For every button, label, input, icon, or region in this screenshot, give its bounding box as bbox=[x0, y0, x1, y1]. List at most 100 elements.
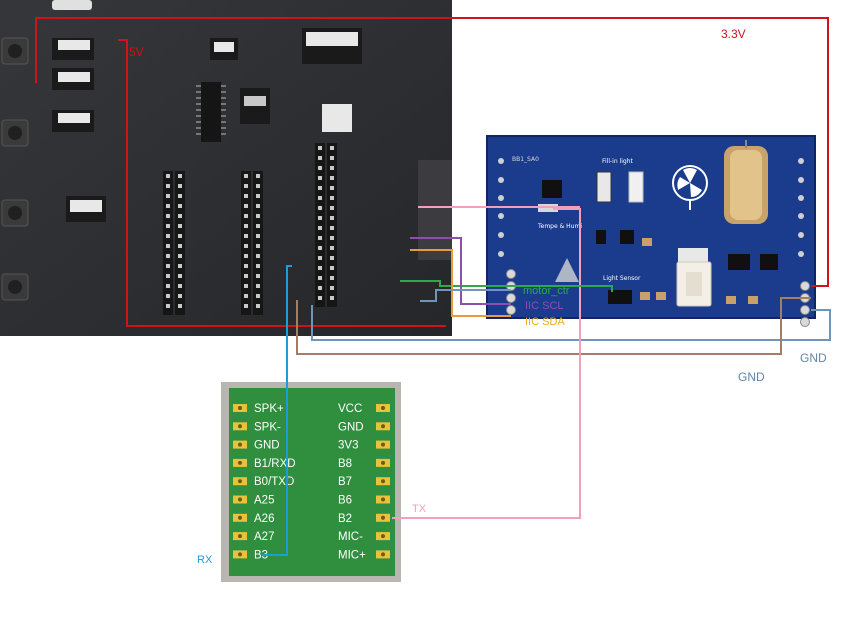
header-pin bbox=[166, 264, 170, 268]
header-pin bbox=[318, 276, 322, 280]
sensor-header-label: BB1_SA0 bbox=[512, 156, 539, 163]
header-pin bbox=[256, 254, 260, 258]
header-pin bbox=[178, 264, 182, 268]
header-pin bbox=[244, 254, 248, 258]
header-pin bbox=[318, 256, 322, 260]
header-pin bbox=[330, 276, 334, 280]
header-pin bbox=[330, 176, 334, 180]
header-pin bbox=[166, 214, 170, 218]
header-pin bbox=[318, 176, 322, 180]
header-pin bbox=[178, 284, 182, 288]
header-pin bbox=[166, 304, 170, 308]
header-pin bbox=[244, 204, 248, 208]
header-pin bbox=[166, 174, 170, 178]
header-pin bbox=[244, 194, 248, 198]
motor-component bbox=[724, 140, 768, 224]
header-pin bbox=[244, 224, 248, 228]
temp-sensor-chip bbox=[542, 180, 562, 198]
sensor-right-header bbox=[800, 281, 810, 327]
header-pin bbox=[256, 284, 260, 288]
wire-gnd-a bbox=[311, 305, 831, 341]
header-pin bbox=[166, 244, 170, 248]
wire-sda bbox=[410, 249, 511, 317]
header-pin bbox=[330, 206, 334, 210]
wire-motor bbox=[400, 280, 613, 292]
header-pin bbox=[178, 174, 182, 178]
header-pin bbox=[178, 184, 182, 188]
header-pin bbox=[318, 226, 322, 230]
header-pin bbox=[330, 256, 334, 260]
header-pin bbox=[166, 294, 170, 298]
header-pin bbox=[256, 264, 260, 268]
module-left-pin-label: SPK- bbox=[254, 421, 281, 433]
board-jumpers bbox=[52, 28, 452, 260]
module-right-pin-label: VCC bbox=[338, 403, 362, 415]
header-pin bbox=[318, 246, 322, 250]
speech-module: SPK+SPK-GNDB1/RXDB0/TXDA25A26A27B3VCCGND… bbox=[221, 382, 401, 582]
header-pin bbox=[244, 214, 248, 218]
header-pin bbox=[318, 236, 322, 240]
module-left-pin-label: A25 bbox=[254, 495, 274, 507]
module-right-pin-label: B7 bbox=[338, 476, 352, 488]
header-pin bbox=[318, 156, 322, 160]
wires bbox=[35, 17, 831, 556]
warning-icon bbox=[555, 258, 579, 282]
header-pin bbox=[256, 304, 260, 308]
module-right-pin-label: 3V3 bbox=[338, 440, 358, 452]
header-pin bbox=[244, 184, 248, 188]
module-left-pin-label: A27 bbox=[254, 531, 274, 543]
header-pin bbox=[244, 234, 248, 238]
wire-labels: 5V 3.3V GND GND TX RX motor_ctr IIC SCL … bbox=[129, 27, 827, 566]
wire-scl bbox=[410, 237, 511, 305]
header-pin bbox=[178, 304, 182, 308]
header-pin bbox=[330, 266, 334, 270]
header-pin bbox=[178, 214, 182, 218]
header-pin bbox=[244, 264, 248, 268]
header-pin bbox=[330, 296, 334, 300]
wire-3v3 bbox=[35, 17, 829, 287]
header-pin bbox=[178, 254, 182, 258]
header-pin bbox=[244, 274, 248, 278]
board-pin-headers bbox=[163, 143, 337, 315]
wire-rx bbox=[262, 265, 292, 556]
label-iic-sda: IIC SDA bbox=[525, 316, 565, 328]
header-pin bbox=[178, 294, 182, 298]
module-left-pin-label: B1/RXD bbox=[254, 458, 296, 470]
header-pin bbox=[318, 216, 322, 220]
header-pin bbox=[318, 296, 322, 300]
header-pin bbox=[178, 194, 182, 198]
header-pin bbox=[244, 174, 248, 178]
header-pin bbox=[330, 196, 334, 200]
header-pin bbox=[256, 294, 260, 298]
header-pin bbox=[166, 234, 170, 238]
module-left-pin-label: SPK+ bbox=[254, 403, 284, 415]
header-pin bbox=[166, 254, 170, 258]
header-pin bbox=[330, 156, 334, 160]
header-pin bbox=[330, 186, 334, 190]
header-pin bbox=[244, 244, 248, 248]
label-gnd-left: GND bbox=[738, 370, 765, 384]
header-pin bbox=[330, 216, 334, 220]
header-pin bbox=[256, 174, 260, 178]
module-left-pin-label: B0/TXD bbox=[254, 476, 294, 488]
header-pin bbox=[256, 244, 260, 248]
header-pin bbox=[256, 184, 260, 188]
fan-icon bbox=[672, 165, 708, 210]
module-right-pin-label: B2 bbox=[338, 513, 352, 525]
header-pin bbox=[166, 224, 170, 228]
temp-humi-label: Tempe & Humi bbox=[537, 223, 582, 230]
label-tx: TX bbox=[412, 503, 427, 515]
header-pin bbox=[330, 246, 334, 250]
header-pin bbox=[318, 206, 322, 210]
wire-tx bbox=[392, 208, 581, 519]
module-left-pin-label: B3 bbox=[254, 549, 268, 561]
label-5v: 5V bbox=[129, 45, 144, 59]
module-right-pin-label: B8 bbox=[338, 458, 352, 470]
header-pin bbox=[318, 146, 322, 150]
header-pin bbox=[256, 204, 260, 208]
module-right-pin-label: B6 bbox=[338, 495, 352, 507]
header-pin bbox=[178, 234, 182, 238]
module-right-pin-label: MIC+ bbox=[338, 549, 366, 561]
main-dev-board bbox=[0, 0, 452, 336]
